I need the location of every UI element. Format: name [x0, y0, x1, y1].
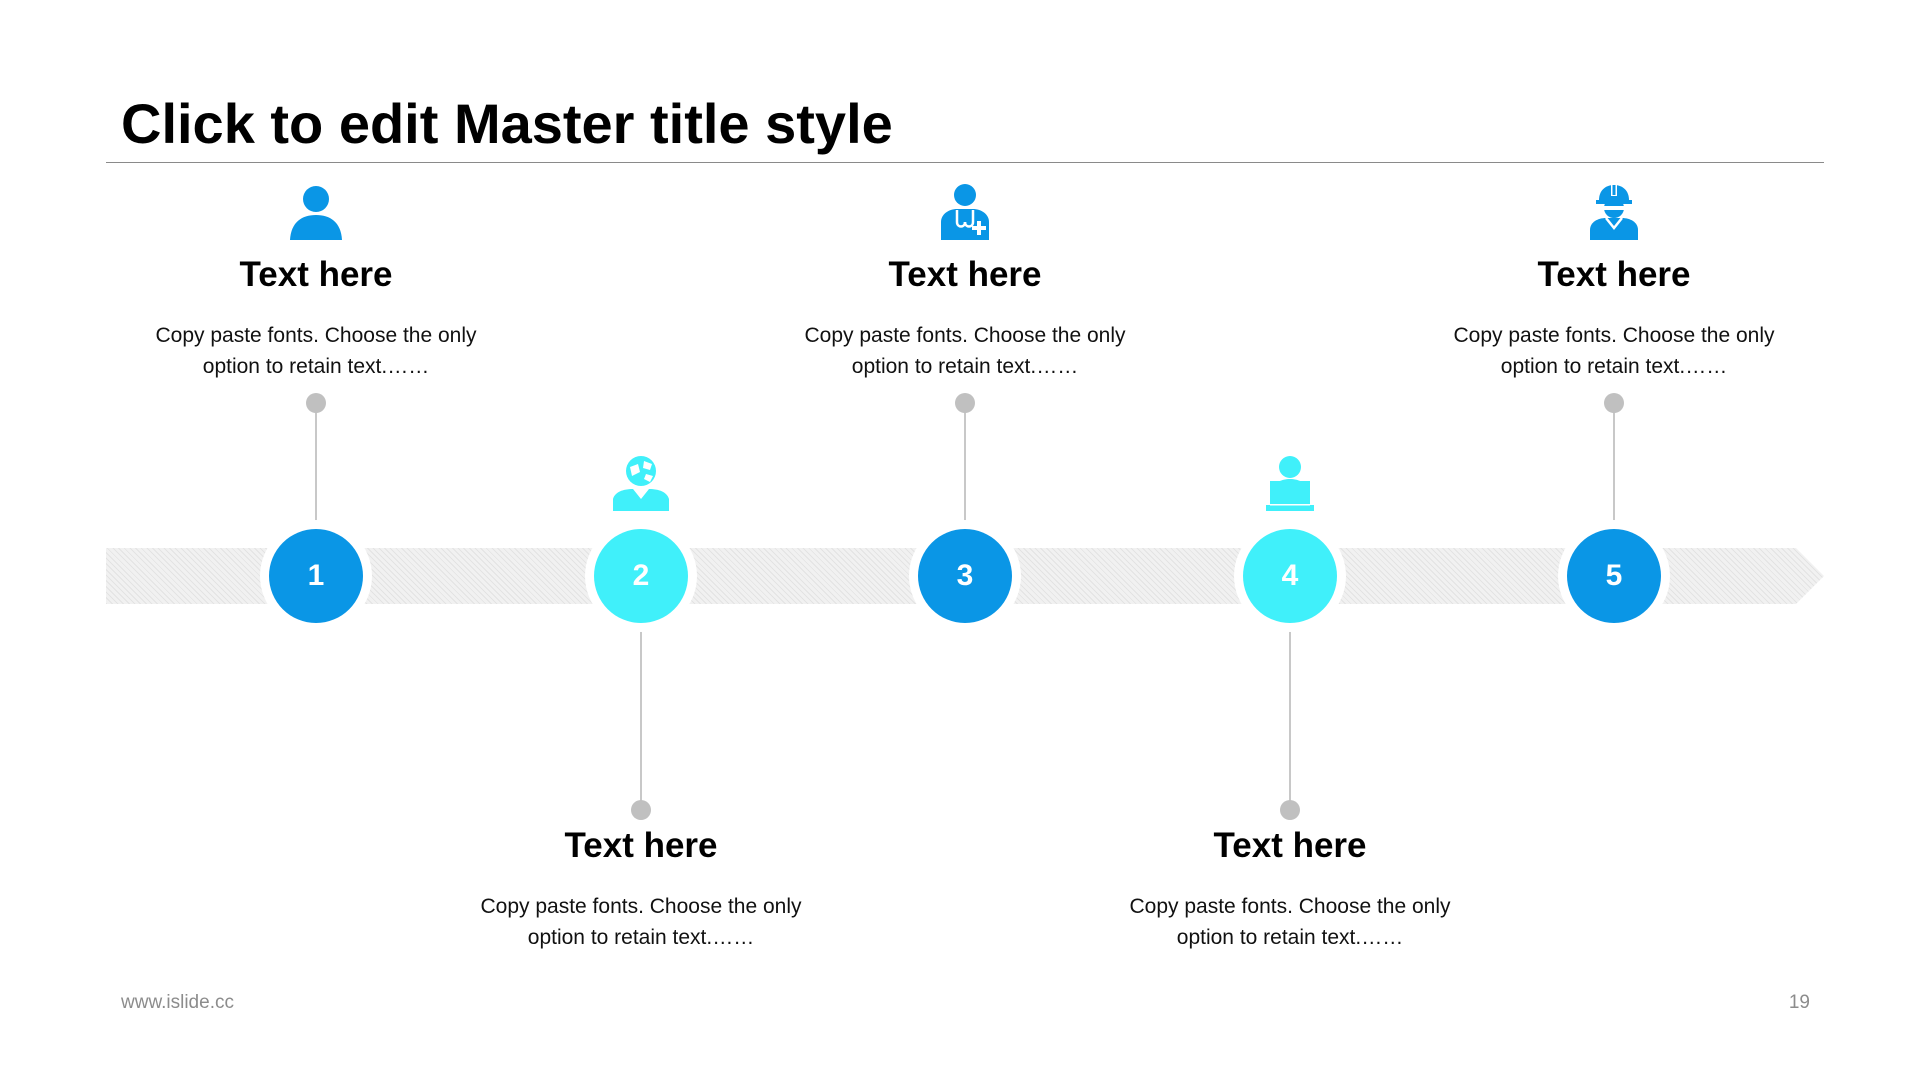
- step-description-5: Copy paste fonts. Choose the only option…: [1404, 320, 1824, 382]
- step-number-3: 3: [918, 529, 1012, 623]
- footer-url: www.islide.cc: [121, 992, 234, 1013]
- step-node-4: 4: [1234, 520, 1346, 632]
- step-description-1: Copy paste fonts. Choose the only option…: [106, 320, 526, 382]
- step-description-3-line-2: option to retain text.……: [851, 355, 1079, 378]
- laptop-user-icon: [1262, 455, 1318, 511]
- connector-4: [1289, 630, 1291, 810]
- connector-dot-1: [306, 393, 326, 413]
- step-number-5: 5: [1567, 529, 1661, 623]
- slide-title: Click to edit Master title style: [121, 92, 893, 155]
- doctor-icon: [937, 184, 993, 240]
- step-description-5-line-2: option to retain text.……: [1500, 355, 1728, 378]
- step-description-2-line-1: Copy paste fonts. Choose the only: [480, 895, 802, 918]
- step-number-4: 4: [1243, 529, 1337, 623]
- step-description-4-line-1: Copy paste fonts. Choose the only: [1129, 895, 1451, 918]
- step-heading-1: Text here: [239, 255, 393, 294]
- page-number: 19: [1788, 992, 1810, 1013]
- globe-person-icon: [613, 455, 669, 511]
- step-number-1: 1: [269, 529, 363, 623]
- step-node-1: 1: [260, 520, 372, 632]
- connector-dot-4: [1280, 800, 1300, 820]
- step-heading-3: Text here: [888, 255, 1042, 294]
- step-description-4-line-2: option to retain text.……: [1176, 926, 1404, 949]
- step-description-1-line-1: Copy paste fonts. Choose the only: [155, 324, 477, 347]
- step-number-2: 2: [594, 529, 688, 623]
- connector-2: [640, 630, 642, 810]
- step-description-5-line-1: Copy paste fonts. Choose the only: [1453, 324, 1775, 347]
- connector-dot-3: [955, 393, 975, 413]
- step-node-5: 5: [1558, 520, 1670, 632]
- user-icon: [288, 184, 344, 240]
- step-description-4: Copy paste fonts. Choose the only option…: [1080, 891, 1500, 953]
- step-description-1-line-2: option to retain text.……: [202, 355, 430, 378]
- connector-1: [315, 402, 317, 528]
- connector-5: [1613, 402, 1615, 528]
- worker-icon: [1586, 184, 1642, 240]
- step-description-2-line-2: option to retain text.……: [527, 926, 755, 949]
- connector-3: [964, 402, 966, 528]
- step-node-3: 3: [909, 520, 1021, 632]
- step-description-2: Copy paste fonts. Choose the only option…: [431, 891, 851, 953]
- connector-dot-2: [631, 800, 651, 820]
- step-heading-4: Text here: [1213, 826, 1367, 865]
- step-description-3: Copy paste fonts. Choose the only option…: [755, 320, 1175, 382]
- step-node-2: 2: [585, 520, 697, 632]
- title-divider: [106, 162, 1824, 163]
- step-description-3-line-1: Copy paste fonts. Choose the only: [804, 324, 1126, 347]
- step-heading-5: Text here: [1537, 255, 1691, 294]
- step-heading-2: Text here: [564, 826, 718, 865]
- connector-dot-5: [1604, 393, 1624, 413]
